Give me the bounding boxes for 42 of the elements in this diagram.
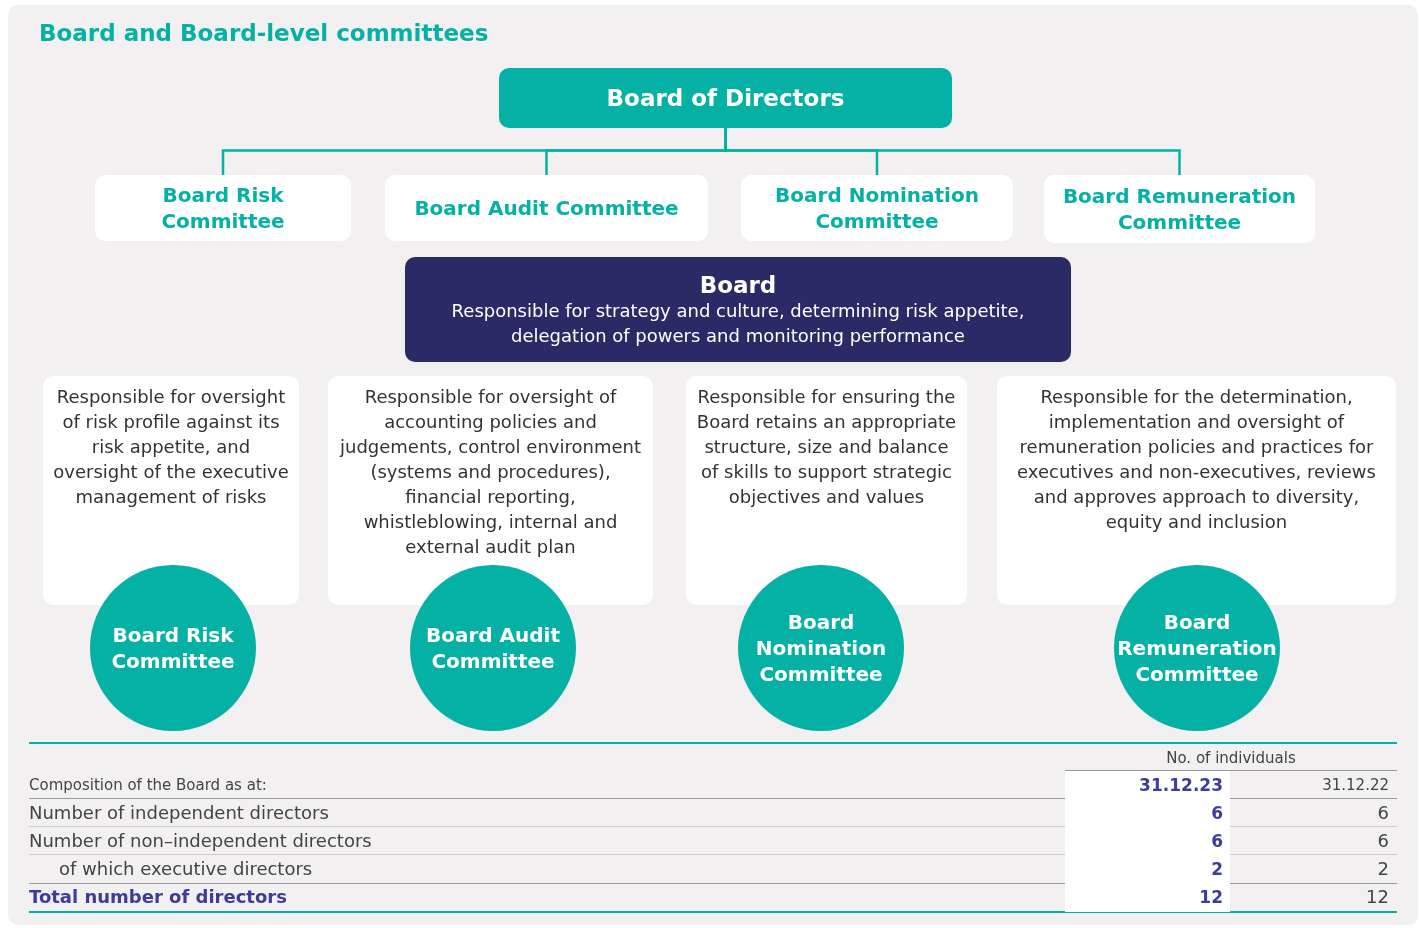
description-card (328, 376, 653, 605)
row-label: Number of independent directors (29, 802, 329, 823)
date-header: 31.12.23 (1139, 775, 1223, 795)
committee-name: Board Nomination Committee (774, 182, 980, 234)
description-card (686, 376, 967, 605)
description-card (43, 376, 299, 605)
description-text: Responsible for oversight of accounting policies and judgements, control environment (systems and procedures), financial reporting, whistleblowing, internal and external audit plan (338, 385, 642, 559)
committee-box (95, 175, 351, 241)
committee-box (385, 175, 708, 241)
board-box (405, 257, 1071, 362)
table-heading: Composition of the Board as at: (29, 776, 267, 794)
committee-name: Board Risk Committee (160, 182, 286, 234)
committee-name: Board Audit Committee (414, 195, 679, 221)
value-text: 6 (1211, 831, 1223, 851)
value-text: 6 (1377, 830, 1389, 851)
value-text: 2 (1377, 858, 1389, 879)
value-text: 6 (1377, 802, 1389, 823)
value-text: 12 (1366, 886, 1389, 907)
committee-name: Board Audit Committee (424, 622, 562, 674)
value-text: 6 (1211, 803, 1223, 823)
date-header: 31.12.22 (1322, 776, 1389, 794)
committee-name: Board Remuneration Committee (1117, 609, 1277, 687)
description-text: Responsible for ensuring the Board retains an appropriate structure, size and balance of skills to support strategic objectives and values (696, 385, 957, 509)
value-text: 2 (1211, 859, 1223, 879)
row-label: of which executive directors (59, 858, 313, 879)
column-header: No. of individuals (1166, 749, 1296, 767)
row-label: Number of non–independent directors (29, 830, 372, 851)
committee-box (1044, 175, 1315, 243)
box-description: Responsible for strategy and culture, determining risk appetite, delegation of powers and monitoring performance (450, 298, 1026, 348)
committee-name: Board Nomination Committee (754, 609, 888, 687)
diagram-title: Board and Board-level committees (39, 20, 489, 46)
value-text: 12 (1199, 887, 1223, 907)
description-card (997, 376, 1396, 605)
box-title: Board of Directors (606, 85, 845, 111)
description-text: Responsible for oversight of risk profile against its risk appetite, and oversight of the executive management of risks (53, 385, 289, 509)
committee-name: Board Risk Committee (110, 622, 236, 674)
board-box (499, 68, 952, 128)
row-label: Total number of directors (29, 886, 287, 907)
committee-box (741, 175, 1013, 241)
committee-name: Board Remuneration Committee (1061, 183, 1298, 235)
description-text: Responsible for the determination, implementation and oversight of remuneration policies and practices for executives and non-executives, reviews and approves approach to diversity, equity and inclusion (1016, 385, 1377, 534)
box-title: Board (699, 271, 777, 298)
